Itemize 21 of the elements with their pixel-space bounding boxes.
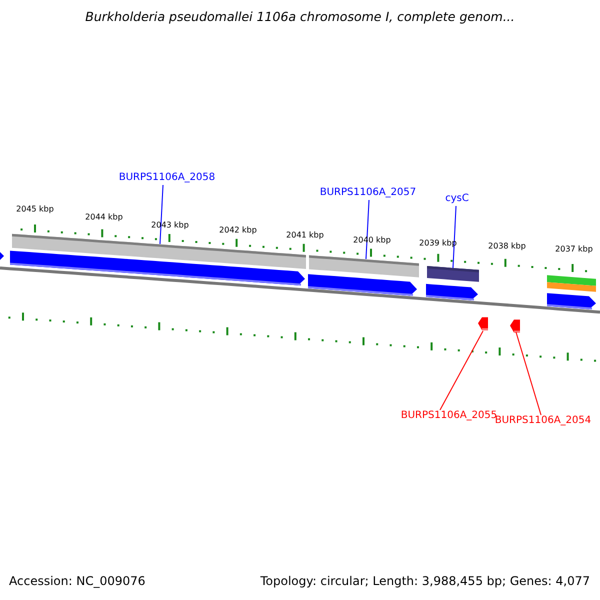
leader-line [440, 330, 484, 410]
scale-label: 2037 kbp [555, 244, 593, 254]
scale-label: 2041 kbp [286, 230, 324, 240]
scale-label: 2042 kbp [219, 225, 257, 235]
gene-marker [478, 317, 488, 330]
gene-marker [510, 320, 520, 333]
title: Burkholderia pseudomallei 1106a chromosome I, complete genom... [85, 10, 515, 24]
gene-label: cysC [445, 193, 469, 204]
gene-bar [12, 234, 306, 269]
gene-label: BURPS1106A_2057 [320, 187, 416, 198]
gene-label: BURPS1106A_2058 [118, 172, 216, 184]
leader-line [160, 184, 164, 244]
gene-bar [427, 266, 479, 282]
scale-label: 2044 kbp [85, 212, 123, 222]
gene-bar [309, 255, 419, 278]
gene-label: BURPS1106A_2054 [494, 415, 592, 426]
genome-info-text: Topology: circular; Length: 3,988,455 bp; Genes: 4,077 [260, 575, 590, 589]
leader-line [452, 206, 456, 268]
leader-line [516, 332, 542, 416]
leader-line [366, 200, 370, 260]
accession-text: Accession: NC_009076 [9, 575, 146, 589]
